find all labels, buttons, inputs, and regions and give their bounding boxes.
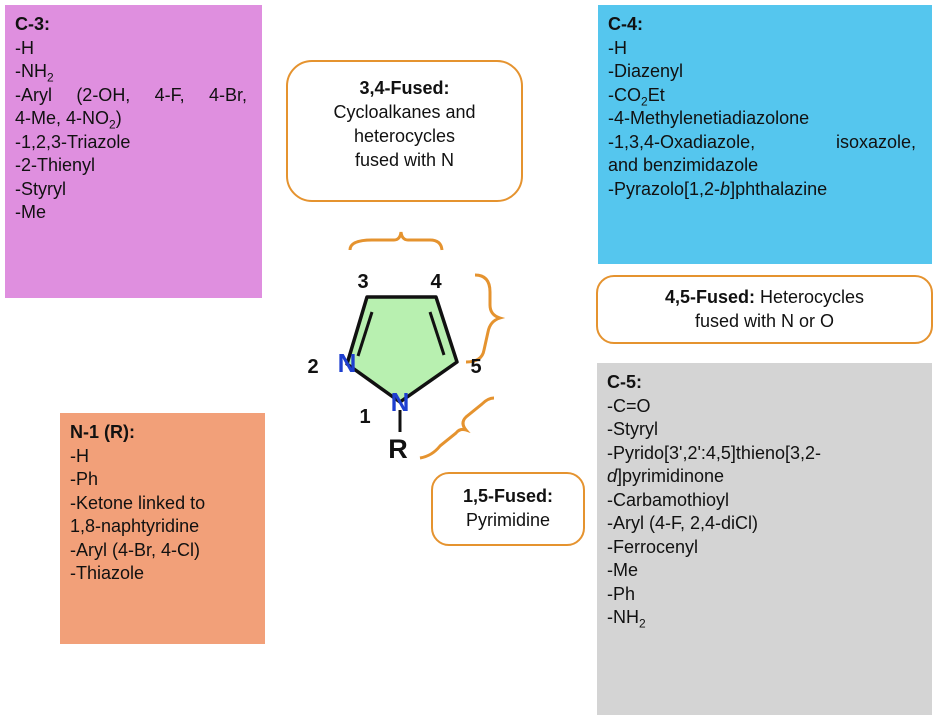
c5-item: -Pyrido[3',2':4,5]thieno[3,2- — [607, 442, 821, 463]
c3-title: C-3: — [15, 14, 50, 34]
c4-item: -Pyrazolo[1,2-b]phthalazine — [608, 178, 828, 199]
atom-n2: N — [338, 348, 357, 378]
c3-item: 4-Me, 4-NO2) — [15, 108, 122, 132]
bracket-4-5 — [465, 273, 506, 364]
fused-4-5-title: 4,5-Fused: — [664, 287, 755, 307]
fused-4-5-text: Heterocycles — [754, 287, 865, 307]
c4-item: -Diazenyl — [608, 61, 684, 81]
position-4: 4 — [430, 271, 442, 293]
n1-item: -Ketone linked to — [70, 492, 206, 513]
bracket-1-5 — [419, 396, 495, 460]
substituent-r: R — [388, 434, 408, 464]
bracket-3-4 — [348, 231, 444, 251]
n1-substituent-box: N-1 (R): -H -Ph -Ketone linked to 1,8-na… — [60, 413, 265, 644]
n1-item: -Aryl (4-Br, 4-Cl) — [70, 539, 200, 560]
c5-item: d]pyrimidinone — [607, 466, 725, 486]
c3-item: -Me — [15, 202, 46, 222]
c4-item: and benzimidazole — [608, 155, 759, 175]
c4-item: -4-Methylenetiadiazolone — [608, 108, 810, 128]
c5-item: -Styryl — [607, 419, 658, 439]
fused-4-5-line2: fused with N or O — [694, 311, 835, 331]
double-bond-3-n2 — [356, 311, 374, 357]
fused-4-5-box: 4,5-Fused: Heterocycles fused with N or … — [596, 275, 933, 344]
position-3: 3 — [357, 271, 368, 293]
c3-item: -2-Thienyl — [15, 155, 96, 175]
c4-item: -1,3,4-Oxadiazole,isoxazole, — [608, 131, 916, 152]
position-5: 5 — [470, 356, 481, 378]
c3-item: -NH2 — [15, 61, 54, 85]
c5-item: -Aryl (4-F, 2,4-diCl) — [607, 513, 759, 533]
fused-4-5-line1: 4,5-Fused: Heterocycles — [598, 285, 931, 309]
n1-item: -H — [70, 445, 89, 466]
c3-item: -Styryl — [15, 178, 66, 199]
c3-item: -1,2,3-Triazole — [15, 131, 131, 152]
c5-item: -C=O — [607, 395, 651, 416]
n1-item: -Ph — [70, 469, 99, 489]
c5-title: C-5: — [607, 372, 642, 392]
fused-3-4-title: 3,4-Fused: — [359, 78, 450, 98]
fused-1-5-title: 1,5-Fused: — [462, 486, 554, 506]
c4-item: -CO2Et — [608, 84, 665, 109]
c3-item: -H — [15, 37, 34, 58]
c4-item: -H — [608, 37, 627, 58]
c4-substituent-box: C-4: -H -Diazenyl -CO2Et -4-Methylenetia… — [598, 5, 932, 264]
c5-item: -Ph — [607, 583, 636, 604]
n1-item: 1,8-naphtyridine — [70, 516, 200, 536]
c4-title: C-4: — [608, 14, 643, 34]
pyrazole-ring — [345, 295, 459, 404]
c3-substituent-box: C-3: -H -NH2 -Aryl(2-OH,4-F,4-Br, 4-Me, … — [5, 5, 262, 298]
atom-n1: N — [391, 387, 410, 417]
fused-1-5-box: 1,5-Fused: Pyrimidine — [431, 472, 585, 546]
fused-1-5-text: Pyrimidine — [465, 510, 551, 530]
fused-3-4-box: 3,4-Fused: Cycloalkanes and heterocycles… — [286, 60, 523, 202]
double-bond-4-5 — [428, 311, 446, 356]
fused-3-4-line: heterocycles — [353, 126, 456, 146]
c5-substituent-box: C-5: -C=O -Styryl -Pyrido[3',2':4,5]thie… — [597, 363, 932, 715]
n1-title: N-1 (R): — [70, 422, 135, 442]
fused-3-4-line: Cycloalkanes and — [333, 102, 476, 122]
position-1: 1 — [359, 406, 370, 428]
n1-item: -Thiazole — [70, 563, 145, 583]
c5-item: -NH2 — [607, 607, 646, 631]
c5-item: -Ferrocenyl — [607, 536, 699, 557]
c3-item: -Aryl(2-OH,4-F,4-Br, — [15, 84, 247, 105]
c5-item: -Carbamothioyl — [607, 489, 730, 510]
position-2: 2 — [307, 356, 318, 378]
c5-item: -Me — [607, 560, 638, 580]
fused-3-4-line: fused with N — [354, 150, 455, 170]
